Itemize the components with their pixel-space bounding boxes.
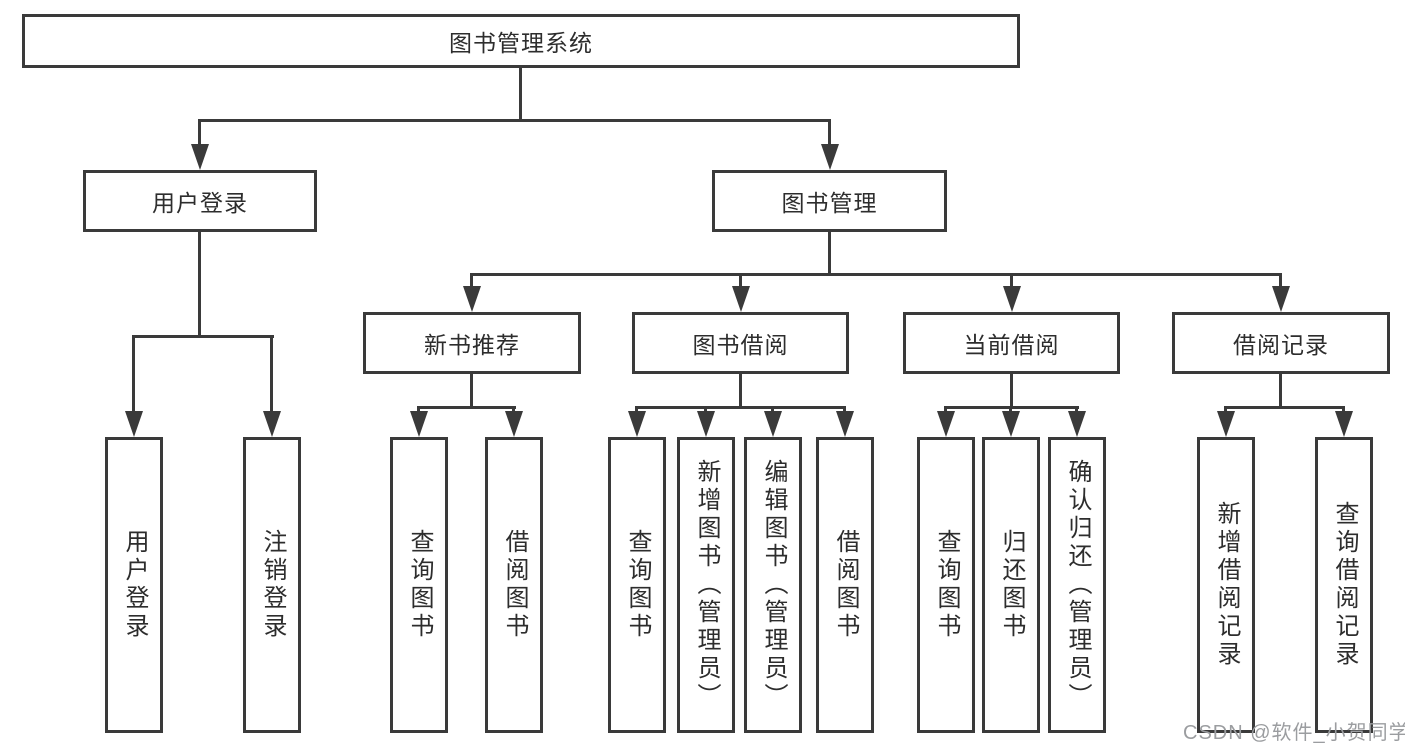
arrow-down-icon [627,406,646,437]
leaf-query-borrow-record: 查询借阅记录 [1315,437,1373,733]
connector-borrowing-stem [739,372,742,409]
arrow-down-icon [820,119,839,170]
node-user-login: 用户登录 [83,170,317,232]
connector-records-bus [1225,406,1345,409]
connector-root-bus [198,119,831,122]
csdn-watermark: CSDN @软件_小贺同学 [1183,722,1405,744]
connector-login-bus [133,335,274,338]
arrow-down-icon [731,273,750,312]
leaf-edit-book-admin: 编辑图书（管理员） [744,437,802,733]
connector-mgmt-bus [470,273,1282,276]
arrow-down-icon [262,335,281,437]
connector-recommend-stem [470,372,473,409]
leaf-borrow-book: 借阅图书 [816,437,874,733]
arrow-down-icon [409,406,428,437]
leaf-user-login: 用户登录 [105,437,163,733]
arrow-down-icon [835,406,854,437]
arrow-down-icon [1002,273,1021,312]
leaf-query-book-borrow: 查询图书 [608,437,666,733]
arrow-down-icon [696,406,715,437]
connector-login-stem [198,230,201,338]
arrow-down-icon [936,406,955,437]
arrow-down-icon [1271,273,1290,312]
leaf-add-book-admin: 新增图书（管理员） [677,437,735,733]
arrow-down-icon [504,406,523,437]
leaf-return-book: 归还图书 [982,437,1040,733]
arrow-down-icon [1216,406,1235,437]
connector-root-stem [519,66,522,122]
connector-mgmt-stem [828,230,831,276]
leaf-query-book-recommend: 查询图书 [390,437,448,733]
leaf-logout: 注销登录 [243,437,301,733]
node-borrowing-records: 借阅记录 [1172,312,1390,374]
arrow-down-icon [190,119,209,170]
leaf-borrow-book-recommend: 借阅图书 [485,437,543,733]
leaf-add-borrow-record: 新增借阅记录 [1197,437,1255,733]
arrow-down-icon [1067,406,1086,437]
arrow-down-icon [1001,406,1020,437]
node-book-borrowing: 图书借阅 [632,312,849,374]
connector-recommend-bus [418,406,516,409]
node-new-book-recommend: 新书推荐 [363,312,581,374]
node-current-borrowing: 当前借阅 [903,312,1120,374]
connector-current-stem [1010,372,1013,409]
node-book-management: 图书管理 [712,170,947,232]
arrow-down-icon [462,273,481,312]
leaf-query-book-current: 查询图书 [917,437,975,733]
arrow-down-icon [1334,406,1353,437]
connector-records-stem [1279,372,1282,409]
arrow-down-icon [124,335,143,437]
arrow-down-icon [763,406,782,437]
node-root-library-system: 图书管理系统 [22,14,1020,68]
connector-borrowing-bus [635,406,846,409]
leaf-confirm-return-admin: 确认归还（管理员） [1048,437,1106,733]
